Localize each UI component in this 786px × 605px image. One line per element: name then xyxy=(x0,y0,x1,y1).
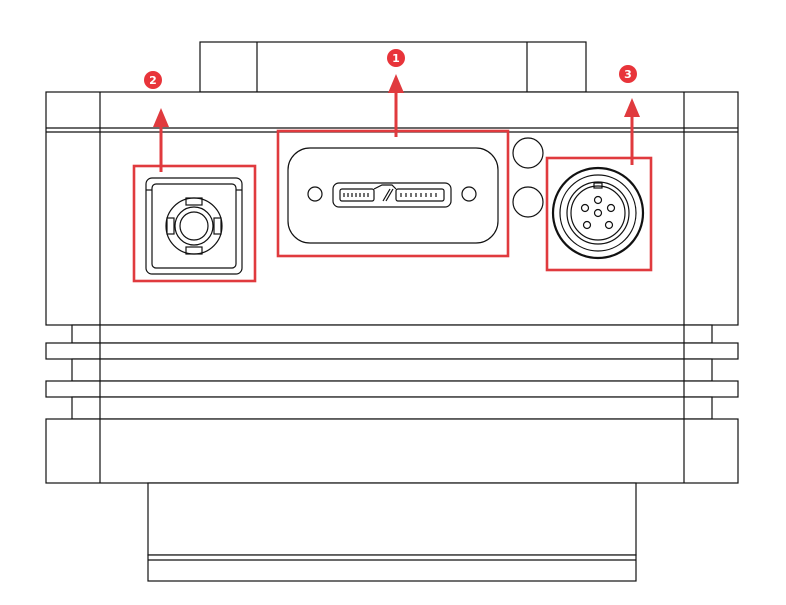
lower-body xyxy=(45,418,739,484)
square-connector-port xyxy=(145,177,243,275)
usb-pin-row xyxy=(343,193,437,197)
status-led-top xyxy=(512,137,544,169)
callout-badge-3: 3 xyxy=(619,65,637,83)
highlight-box-1 xyxy=(276,129,510,258)
highlight-box-3 xyxy=(545,156,653,272)
usb-micro-b-port xyxy=(287,147,499,244)
arrow-3 xyxy=(624,98,640,165)
arrow-1 xyxy=(388,74,404,137)
callout-label-1: 1 xyxy=(392,52,400,65)
status-led-bottom xyxy=(512,186,544,218)
highlight-box-2 xyxy=(132,164,257,283)
callout-badge-2: 2 xyxy=(144,71,162,89)
bottom-mount xyxy=(147,482,637,582)
callout-label-3: 3 xyxy=(624,68,632,81)
arrow-2 xyxy=(153,108,169,172)
cooling-fins xyxy=(45,324,739,420)
callout-label-2: 2 xyxy=(149,74,157,87)
callout-badge-1: 1 xyxy=(387,49,405,67)
circular-6-pin-connector xyxy=(551,166,645,260)
